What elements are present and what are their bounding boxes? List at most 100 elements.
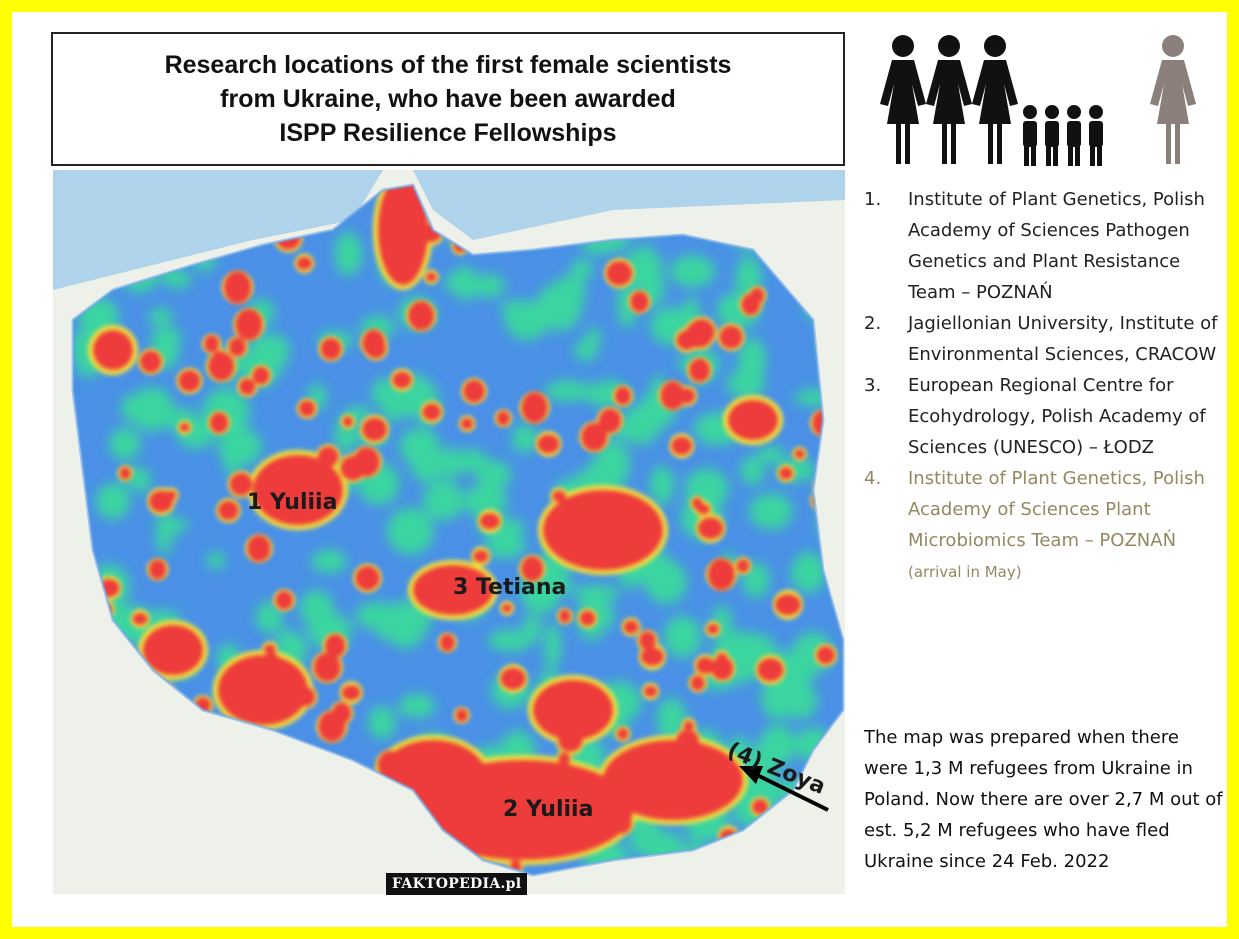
- heat-blob: [794, 449, 805, 459]
- heat-blob: [669, 255, 716, 288]
- heat-blob: [140, 350, 162, 373]
- heat-blob: [756, 445, 785, 463]
- heat-blob: [335, 231, 362, 276]
- heat-blob: [711, 656, 734, 681]
- heat-blob: [378, 185, 428, 285]
- label-tetiana: 3 Tetiana: [453, 575, 567, 600]
- heat-blob: [538, 820, 564, 850]
- heat-blob: [206, 551, 226, 569]
- heat-blob: [719, 325, 743, 349]
- heat-blob: [463, 484, 508, 519]
- heat-blob: [697, 517, 724, 540]
- location-list: 1. Institute of Plant Genetics, Polish A…: [864, 184, 1220, 588]
- heat-blob: [423, 480, 464, 521]
- heat-blob: [603, 740, 743, 820]
- list-item: 2. Jagiellonian University, Institute of…: [864, 308, 1220, 370]
- slide: Research locations of the first female s…: [12, 12, 1227, 927]
- heat-blob: [505, 300, 550, 341]
- heat-blob: [368, 705, 396, 740]
- heat-blob: [628, 820, 664, 856]
- heat-blob: [96, 483, 131, 520]
- map-canvas: [53, 170, 845, 894]
- list-item: 4. Institute of Plant Genetics, Polish A…: [864, 463, 1220, 588]
- heat-blob: [511, 424, 539, 453]
- heat-blob: [726, 369, 765, 399]
- refugee-note: The map was prepared when there were 1,3…: [864, 727, 1223, 872]
- heat-blob: [652, 754, 664, 767]
- heat-blob: [413, 565, 493, 615]
- list-text: Institute of Plant Genetics, Polish Acad…: [908, 189, 1205, 303]
- label-yuliia-2: 2 Yuliia: [503, 797, 594, 822]
- heat-blob: [383, 405, 400, 422]
- heat-blob: [689, 358, 711, 383]
- heat-blob: [275, 590, 293, 610]
- heat-blob: [162, 270, 192, 289]
- heat-blob: [235, 308, 263, 341]
- heat-blob: [521, 556, 544, 582]
- heat-blob: [485, 530, 526, 559]
- heat-blob: [341, 685, 361, 701]
- heat-blob: [178, 370, 201, 392]
- heat-blob: [623, 620, 639, 634]
- heat-blob: [473, 550, 489, 563]
- heat-blob: [263, 644, 276, 655]
- heat-blob: [311, 549, 347, 574]
- heat-blob: [533, 680, 613, 740]
- heat-blob: [585, 327, 602, 346]
- heat-blob: [501, 603, 513, 613]
- heat-blob: [479, 513, 500, 530]
- heat-blob: [476, 460, 512, 490]
- heat-blob: [155, 517, 189, 534]
- heat-blob: [496, 410, 510, 426]
- heat-blob: [218, 427, 262, 466]
- heat-blob: [639, 631, 656, 651]
- arrival-note: (arrival in May): [908, 563, 1022, 581]
- heat-blob: [579, 610, 596, 626]
- heat-blob: [296, 687, 316, 707]
- title-box: Research locations of the first female s…: [51, 32, 845, 166]
- heat-blob: [301, 498, 325, 519]
- child-icon: [1067, 105, 1081, 166]
- heat-blob: [440, 447, 462, 480]
- title-line-1: Research locations of the first female s…: [164, 51, 732, 79]
- heat-blob: [630, 291, 649, 313]
- heat-blob: [645, 560, 687, 605]
- heat-blob: [617, 727, 629, 740]
- heat-blob: [386, 507, 434, 555]
- heat-blob: [543, 490, 663, 570]
- list-number: 3.: [864, 375, 882, 396]
- heat-blob: [353, 447, 380, 477]
- heat-blob: [537, 434, 560, 454]
- heat-blob: [634, 744, 658, 771]
- heat-blob: [622, 404, 660, 445]
- heat-blob: [209, 412, 229, 434]
- heatmap-poland: 1 Yuliia 3 Tetiana 2 Yuliia (4) Zoya FAK…: [53, 170, 845, 895]
- heat-blob: [692, 497, 703, 510]
- heat-blob: [685, 321, 713, 348]
- woman-icon: [972, 35, 1018, 164]
- heat-blob: [598, 408, 622, 433]
- heat-blob: [660, 381, 685, 410]
- heat-blob: [165, 490, 177, 500]
- woman-icon: [880, 35, 926, 164]
- heat-blob: [656, 697, 687, 742]
- list-item: 1. Institute of Plant Genetics, Polish A…: [864, 184, 1220, 308]
- heat-blob: [223, 270, 252, 304]
- heat-blob: [744, 565, 766, 595]
- heat-blob: [408, 301, 435, 331]
- heat-blob: [690, 675, 705, 691]
- heat-blob: [449, 815, 471, 841]
- heat-blob: [649, 465, 674, 505]
- heat-blob: [208, 351, 235, 381]
- heat-blob: [179, 422, 190, 432]
- heat-blob: [362, 329, 385, 357]
- heat-blob: [676, 729, 699, 753]
- list-text: Institute of Plant Genetics, Polish Acad…: [908, 468, 1205, 551]
- heat-blob: [460, 417, 474, 430]
- heat-blob: [455, 708, 468, 723]
- heat-blob: [696, 657, 715, 674]
- heat-blob: [558, 752, 571, 766]
- heat-blob: [262, 684, 278, 697]
- heat-blob: [444, 273, 463, 293]
- heat-blob: [757, 658, 784, 682]
